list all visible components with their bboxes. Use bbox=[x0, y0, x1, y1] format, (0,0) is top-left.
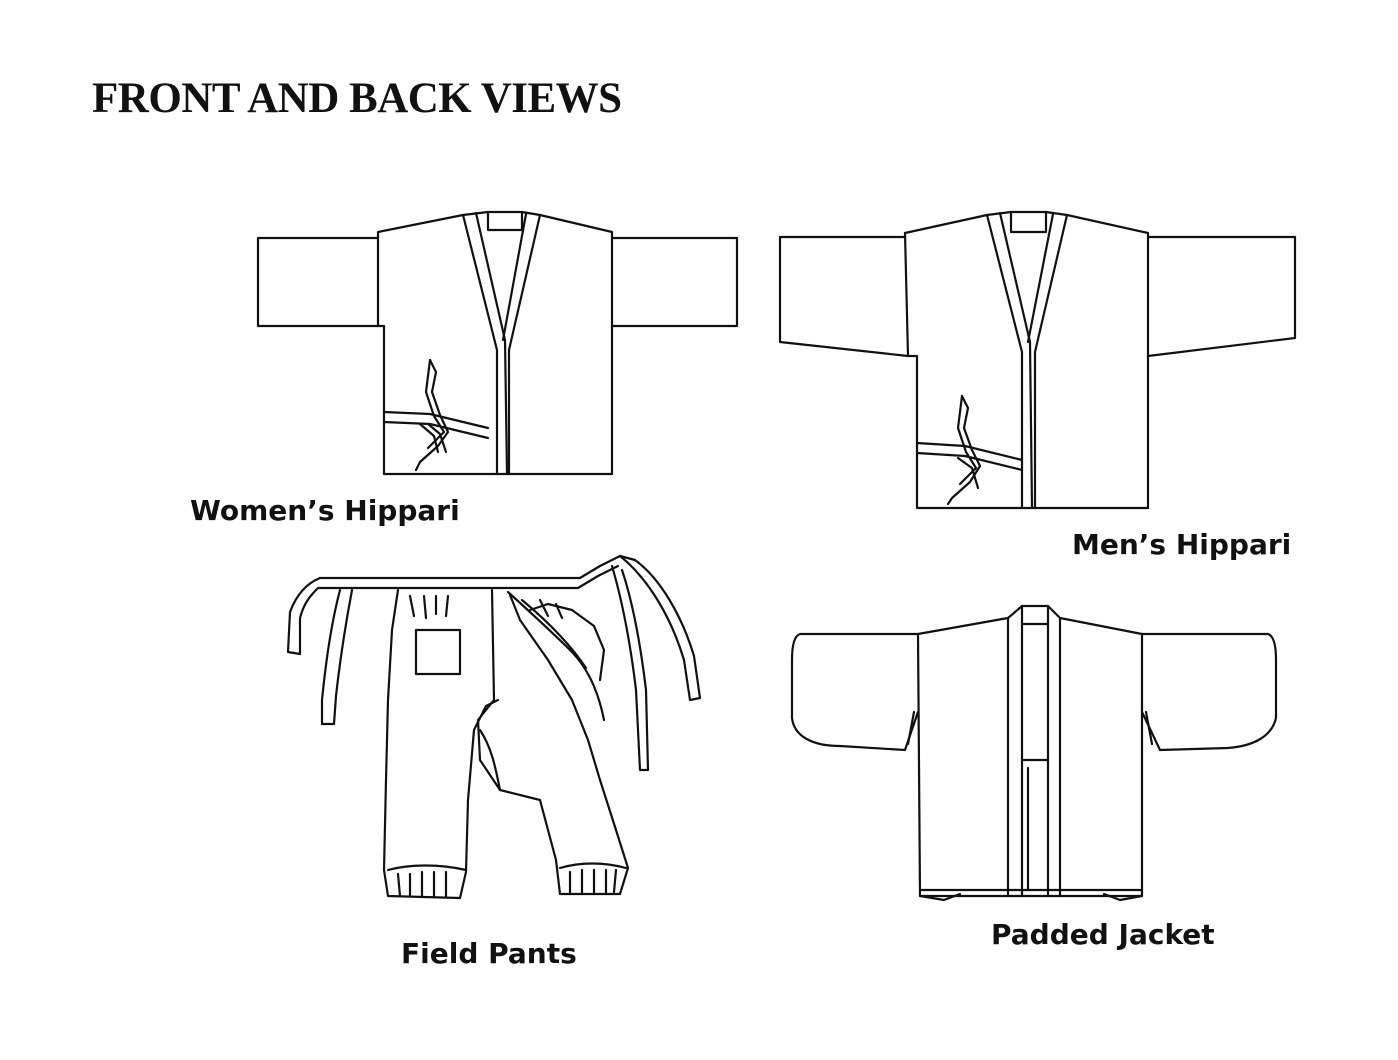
mens-hippari-drawing bbox=[778, 210, 1297, 510]
womens-hippari-caption: Women’s Hippari bbox=[190, 494, 460, 527]
page-title: FRONT AND BACK VIEWS bbox=[92, 75, 622, 122]
mens-hippari-caption: Men’s Hippari bbox=[1072, 528, 1292, 561]
womens-hippari-drawing bbox=[256, 210, 739, 476]
padded-jacket-drawing bbox=[790, 604, 1278, 902]
padded-jacket-caption: Padded Jacket bbox=[991, 918, 1215, 951]
field-pants-caption: Field Pants bbox=[401, 937, 577, 970]
field-pants-drawing bbox=[286, 554, 702, 900]
